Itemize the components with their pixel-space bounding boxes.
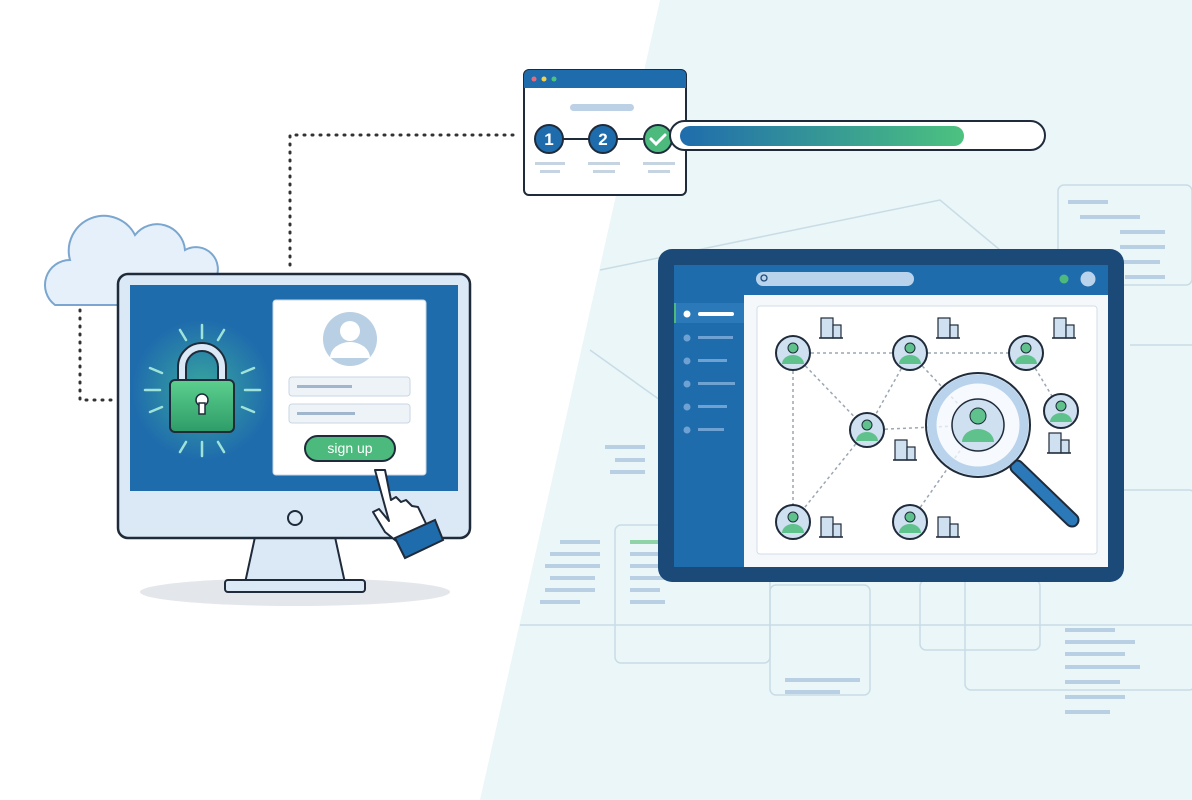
progress-bar bbox=[669, 120, 1046, 151]
person-node bbox=[775, 504, 811, 540]
person-node bbox=[892, 504, 928, 540]
building-icon bbox=[819, 317, 843, 339]
step-2-label: 2 bbox=[598, 130, 607, 149]
search-bar bbox=[756, 272, 914, 286]
profile-avatar bbox=[1080, 271, 1096, 287]
checkmark-icon bbox=[649, 133, 667, 147]
step-1-circle bbox=[534, 124, 564, 154]
hand-pointer-icon bbox=[372, 469, 445, 560]
progress-fill bbox=[680, 126, 964, 146]
step-2-circle bbox=[588, 124, 618, 154]
building-icon bbox=[936, 516, 960, 538]
person-node bbox=[1043, 393, 1079, 429]
tablet-network-app bbox=[658, 249, 1124, 582]
building-icon bbox=[1052, 317, 1076, 339]
person-node bbox=[1008, 335, 1044, 371]
padlock-icon bbox=[169, 342, 235, 433]
stepper-window bbox=[523, 69, 687, 196]
person-node bbox=[775, 335, 811, 371]
building-icon bbox=[936, 317, 960, 339]
step-1-label: 1 bbox=[544, 130, 553, 149]
building-icon bbox=[893, 439, 917, 461]
building-icon bbox=[819, 516, 843, 538]
user-avatar-icon bbox=[323, 312, 377, 366]
network-edge bbox=[792, 429, 868, 523]
magnifier-icon bbox=[925, 372, 1080, 528]
sign-up-button bbox=[304, 435, 396, 462]
person-node bbox=[892, 335, 928, 371]
background-text-lines bbox=[540, 200, 1165, 714]
sign-up-button-label[interactable]: sign up bbox=[327, 440, 372, 456]
desktop-monitor bbox=[116, 272, 472, 606]
search-icon bbox=[760, 274, 768, 282]
person-node bbox=[849, 412, 885, 448]
step-3-complete bbox=[643, 124, 673, 154]
building-icon bbox=[1047, 432, 1071, 454]
dotted-connector bbox=[78, 133, 522, 402]
